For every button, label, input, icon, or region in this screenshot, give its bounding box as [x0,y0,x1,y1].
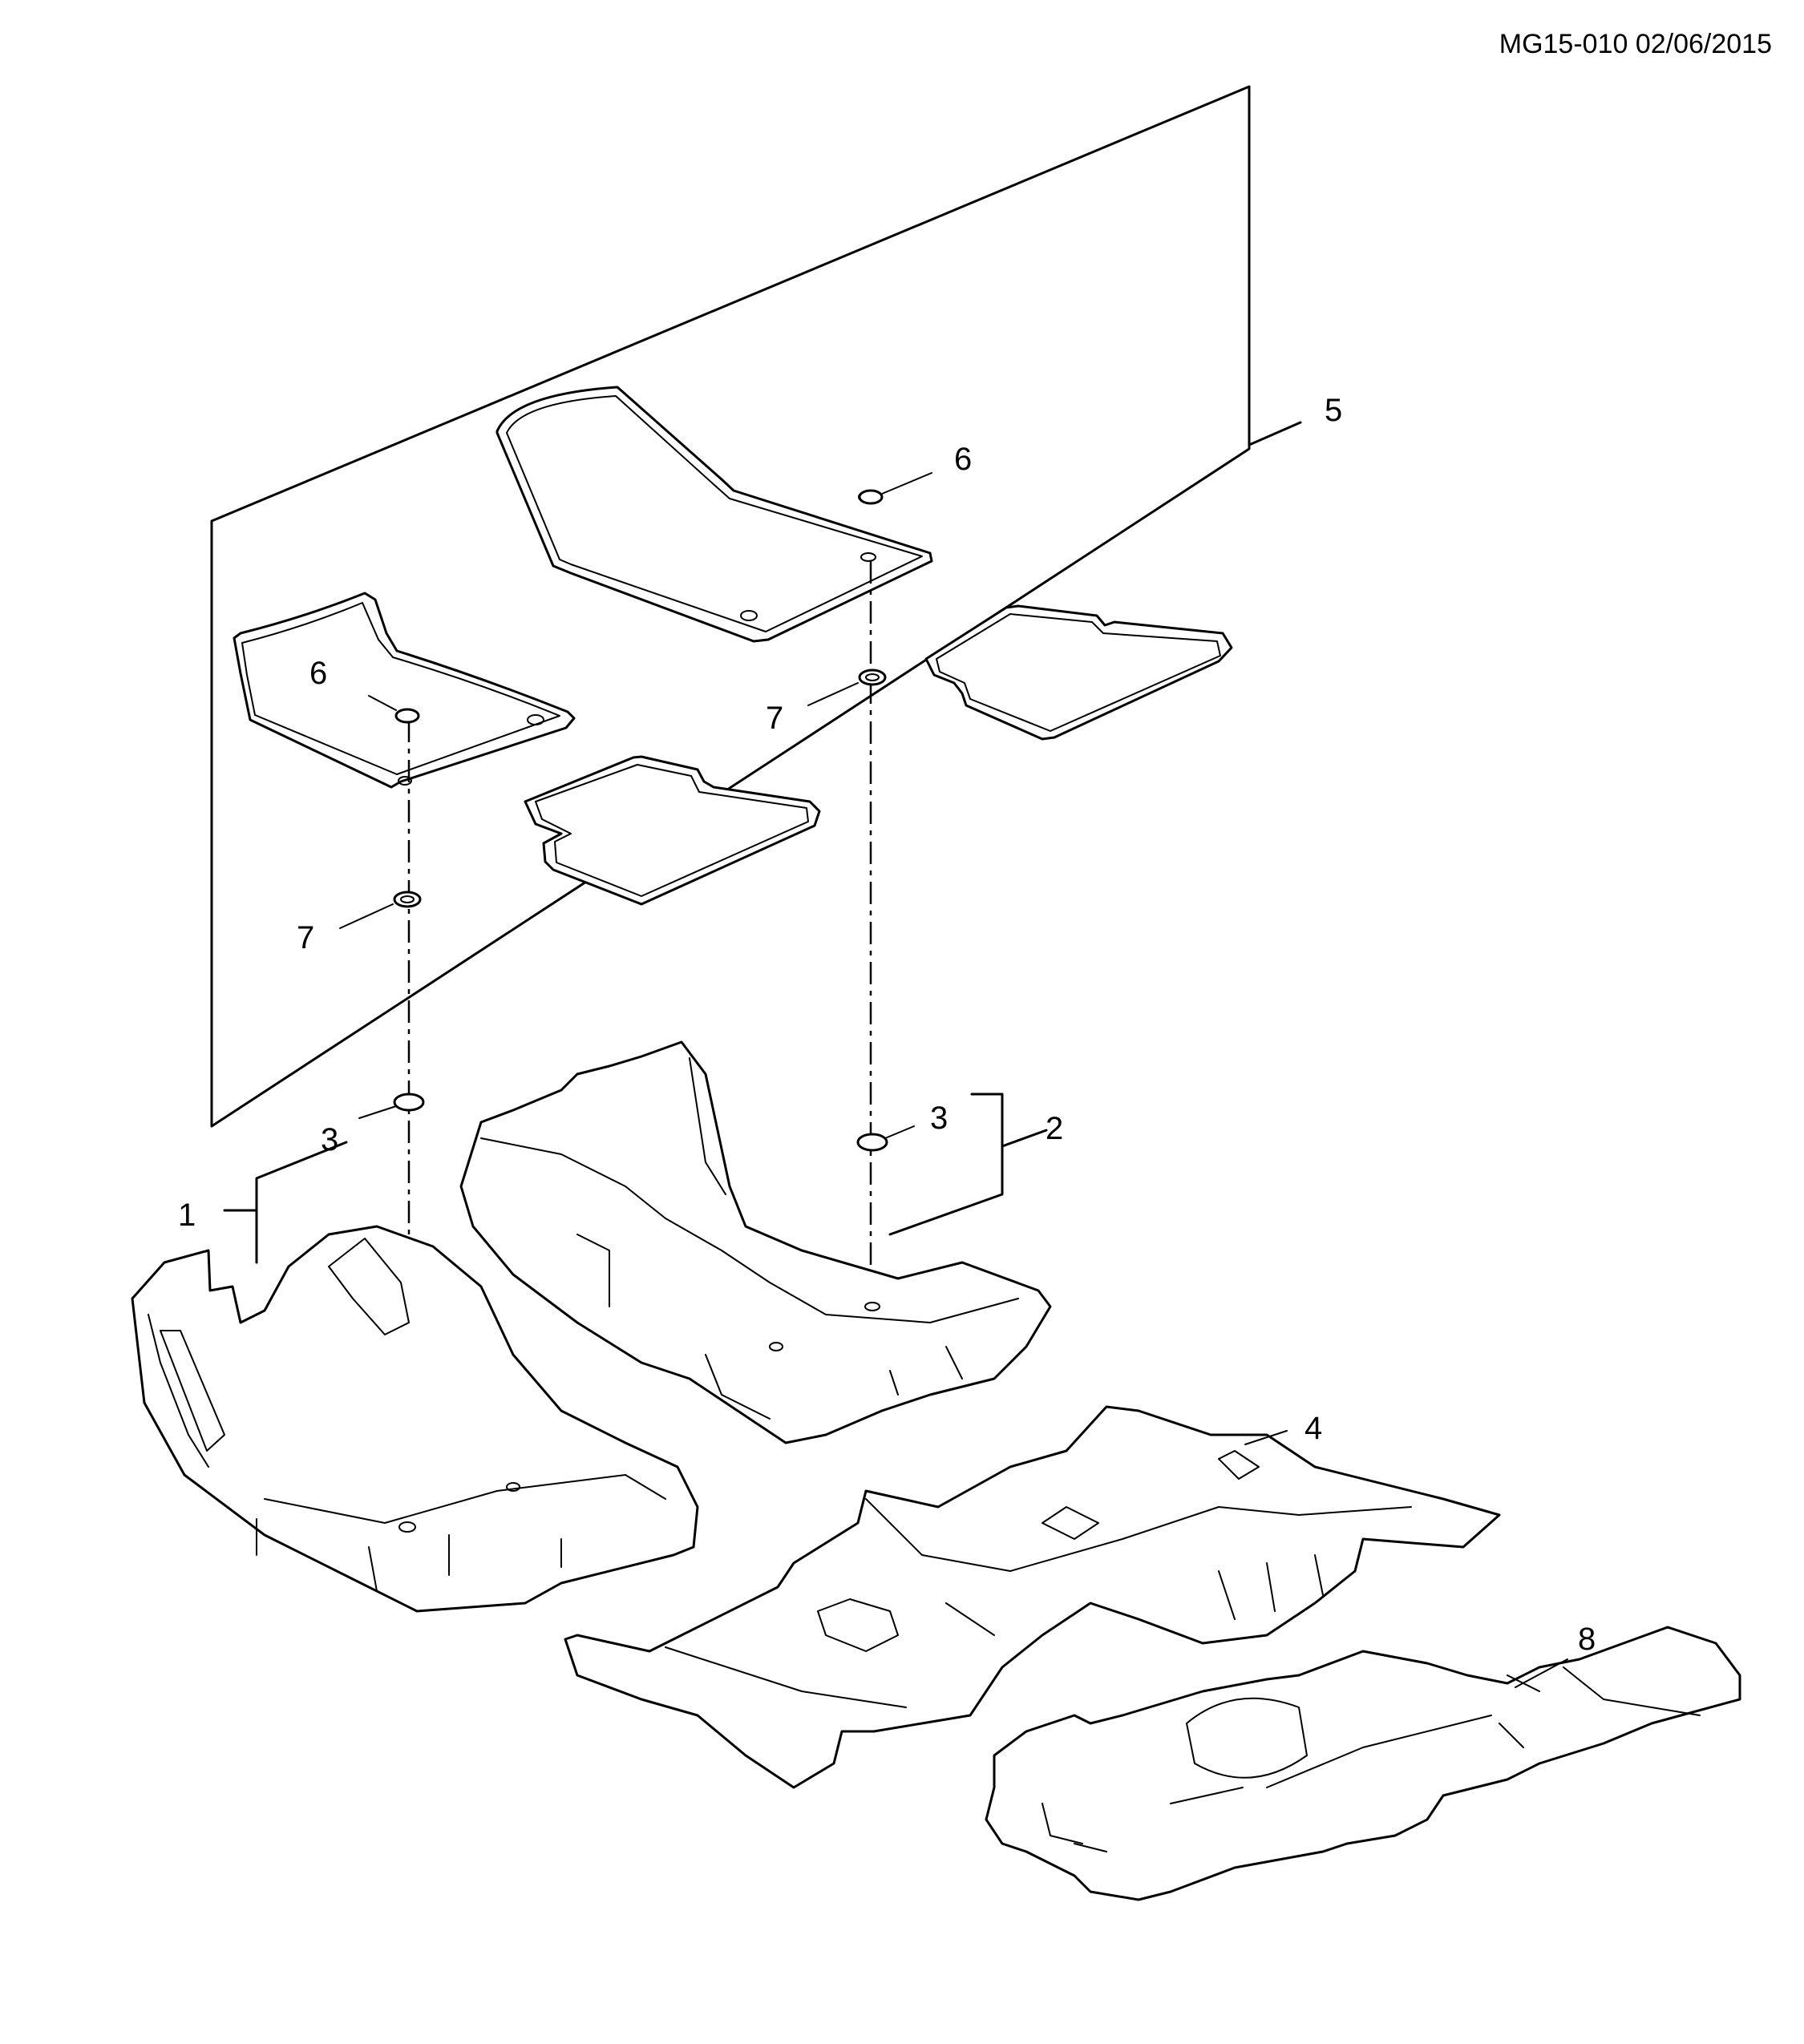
leader-lines [1244,1430,1568,1688]
callout-6-right: 6 [954,442,973,477]
document-id: MG15-010 02/06/2015 [1499,29,1772,59]
mat-front-passenger [495,386,933,643]
part-4-center-carpet [564,1405,1501,1789]
callout-3-right: 3 [930,1101,949,1136]
mat-rear-right [924,604,1233,741]
fastener-7-right [807,669,887,706]
part-2-front-right-carpet [459,1040,1052,1444]
mat-front-driver [233,592,576,789]
callout-2: 2 [1046,1111,1064,1146]
part-1-front-left-carpet [131,1225,699,1613]
retainer-3-right [856,1093,1048,1236]
callout-7-right: 7 [766,701,784,736]
retainer-3-left [223,1093,425,1264]
mat-rear-left [524,755,821,906]
fastener-6-right [858,472,932,505]
callout-4: 4 [1304,1411,1323,1446]
fastener-7-left [339,891,422,929]
part-8-rear-carpet [985,1626,1741,1901]
floor-mat-set-panel [210,85,1302,1128]
callout-3-left: 3 [321,1122,339,1157]
fastener-6-left [368,695,420,724]
callout-8: 8 [1578,1622,1596,1657]
callout-5: 5 [1325,393,1343,428]
callout-6-left: 6 [309,656,328,691]
callout-7-left: 7 [297,920,315,955]
callout-1: 1 [178,1198,196,1233]
